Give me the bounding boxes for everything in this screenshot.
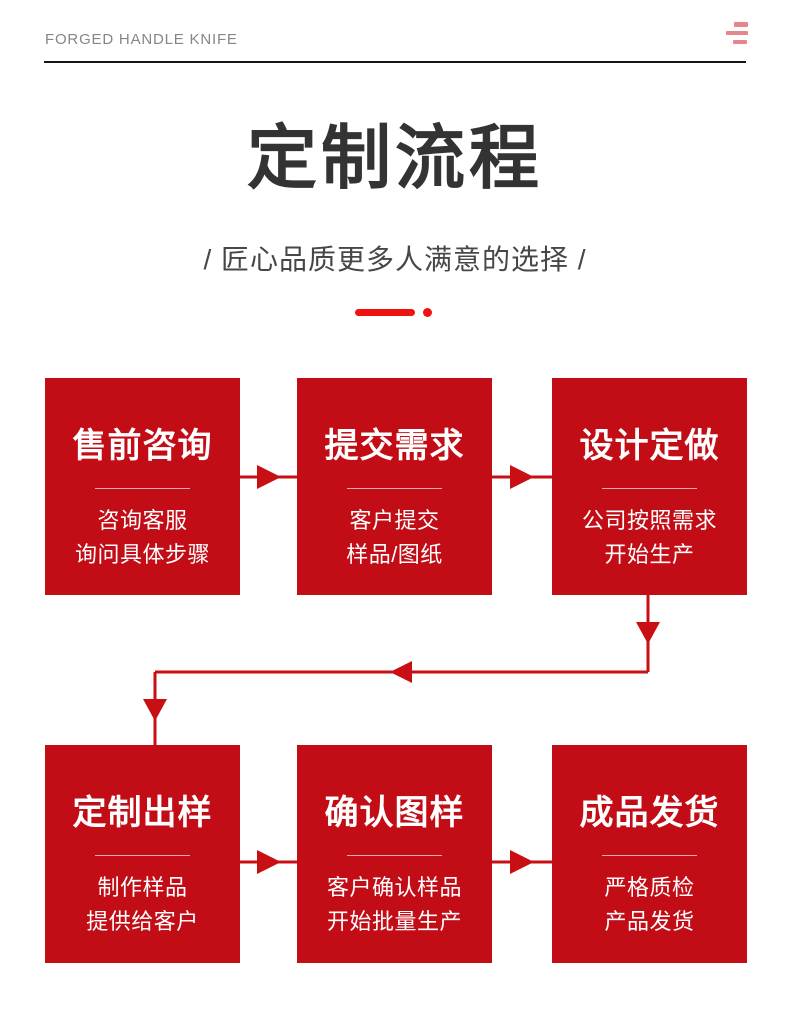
flow-step-description: 客户提交 样品/图纸 <box>297 504 492 572</box>
divider-dot <box>423 308 432 317</box>
desc-line: 样品/图纸 <box>346 542 443 567</box>
arrow-right-icon <box>510 465 534 489</box>
desc-line: 客户确认样品 <box>326 875 462 900</box>
arrow-right-icon <box>257 850 281 874</box>
hamburger-menu-icon[interactable] <box>726 22 748 44</box>
flow-step-description: 客户确认样品 开始批量生产 <box>297 871 492 939</box>
flow-step-divider <box>602 488 697 489</box>
red-accent-divider <box>355 308 432 317</box>
desc-line: 制作样品 <box>97 875 188 900</box>
flow-step-confirm: 确认图样 客户确认样品 开始批量生产 <box>297 745 492 963</box>
arrow-right-icon <box>257 465 281 489</box>
flow-step-description: 咨询客服 询问具体步骤 <box>45 504 240 572</box>
flow-step-title: 设计定做 <box>579 427 720 465</box>
flow-step-title: 售前咨询 <box>72 427 213 465</box>
desc-line: 客户提交 <box>349 508 440 533</box>
desc-line: 提供给客户 <box>86 909 199 934</box>
flow-step-divider <box>347 855 442 856</box>
arrow-down-icon <box>636 622 660 644</box>
flow-step-description: 公司按照需求 开始生产 <box>552 504 747 572</box>
flow-step-presale: 售前咨询 咨询客服 询问具体步骤 <box>45 378 240 595</box>
desc-line: 产品发货 <box>604 909 695 934</box>
desc-line: 开始生产 <box>604 542 695 567</box>
flow-step-title: 提交需求 <box>324 427 465 465</box>
flow-step-divider <box>347 488 442 489</box>
custom-process-flow: 售前咨询 咨询客服 询问具体步骤 提交需求 客户提交 样品/图纸 设计定做 公司… <box>0 378 790 963</box>
page-title: 定制流程 <box>247 119 543 197</box>
desc-line: 公司按照需求 <box>581 508 717 533</box>
flow-step-sample: 定制出样 制作样品 提供给客户 <box>45 745 240 963</box>
flow-step-description: 严格质检 产品发货 <box>552 871 747 939</box>
flow-step-divider <box>95 855 190 856</box>
flow-step-design: 设计定做 公司按照需求 开始生产 <box>552 378 747 595</box>
desc-line: 开始批量生产 <box>326 909 462 934</box>
arrow-down-icon <box>143 699 167 721</box>
flow-step-divider <box>95 488 190 489</box>
brand-logo-text: FORGED HANDLE KNIFE <box>45 31 238 48</box>
flow-step-description: 制作样品 提供给客户 <box>45 871 240 939</box>
desc-line: 严格质检 <box>604 875 695 900</box>
page-subtitle: / 匠心品质更多人满意的选择 / <box>203 244 587 275</box>
flow-step-divider <box>602 855 697 856</box>
flow-step-submit: 提交需求 客户提交 样品/图纸 <box>297 378 492 595</box>
header-divider-line <box>44 61 746 63</box>
menu-bar-top <box>734 22 748 27</box>
divider-line <box>355 309 415 316</box>
desc-line: 询问具体步骤 <box>74 542 210 567</box>
menu-bar-middle <box>726 30 748 36</box>
desc-line: 咨询客服 <box>97 508 188 533</box>
flow-step-title: 定制出样 <box>72 794 213 832</box>
flow-step-ship: 成品发货 严格质检 产品发货 <box>552 745 747 963</box>
arrow-right-icon <box>510 850 534 874</box>
menu-bar-bottom <box>733 39 747 44</box>
arrow-left-icon <box>390 661 412 683</box>
flow-step-title: 成品发货 <box>579 794 720 832</box>
flow-step-title: 确认图样 <box>324 794 465 832</box>
